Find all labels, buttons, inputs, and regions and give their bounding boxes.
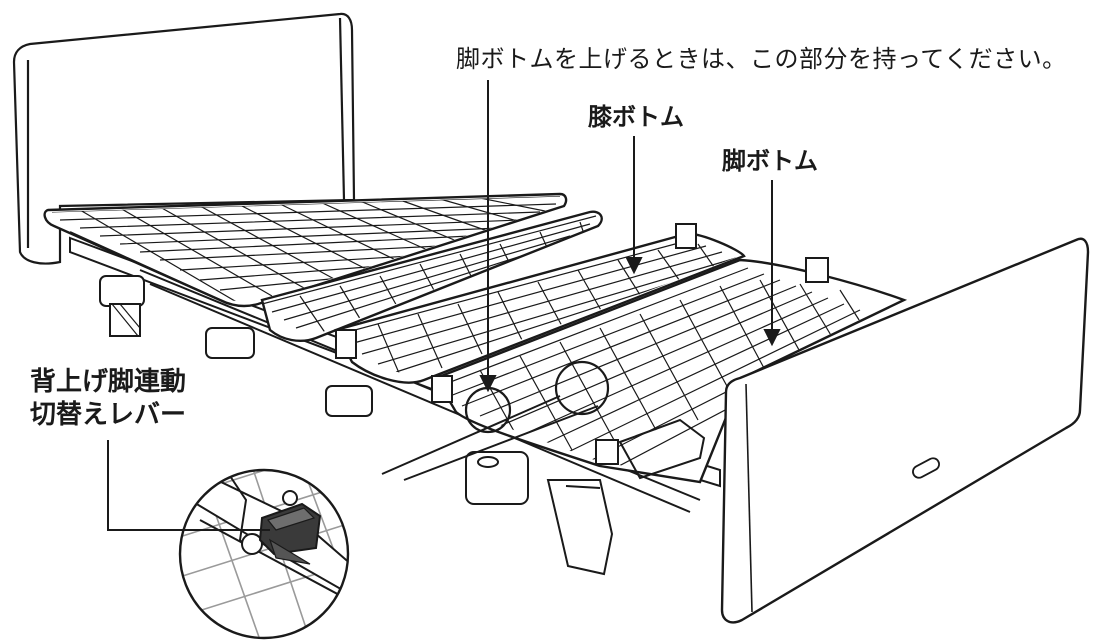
callout-leaders bbox=[107, 80, 781, 531]
leg-bottom bbox=[431, 257, 908, 484]
knee-bottom bbox=[260, 210, 603, 342]
headboard bbox=[12, 12, 356, 265]
magnifier-leaders bbox=[381, 395, 599, 481]
lift-instruction-label: 脚ボトムを上げるときは、この部分を持ってください。 bbox=[456, 45, 1067, 73]
leg-bottom-label: 脚ボトム bbox=[722, 147, 818, 175]
lever-inset bbox=[178, 468, 350, 640]
lever-handle bbox=[258, 502, 322, 565]
back-bottom bbox=[43, 192, 568, 308]
lever-label: 背上げ脚連動 切替えレバー bbox=[30, 366, 186, 431]
thigh-bottom bbox=[334, 223, 746, 384]
knee-bottom-label: 膝ボトム bbox=[588, 103, 684, 131]
footboard bbox=[720, 237, 1090, 624]
lever-label-line2: 切替えレバー bbox=[30, 399, 187, 430]
lever-label-line1: 背上げ脚連動 bbox=[30, 367, 187, 397]
